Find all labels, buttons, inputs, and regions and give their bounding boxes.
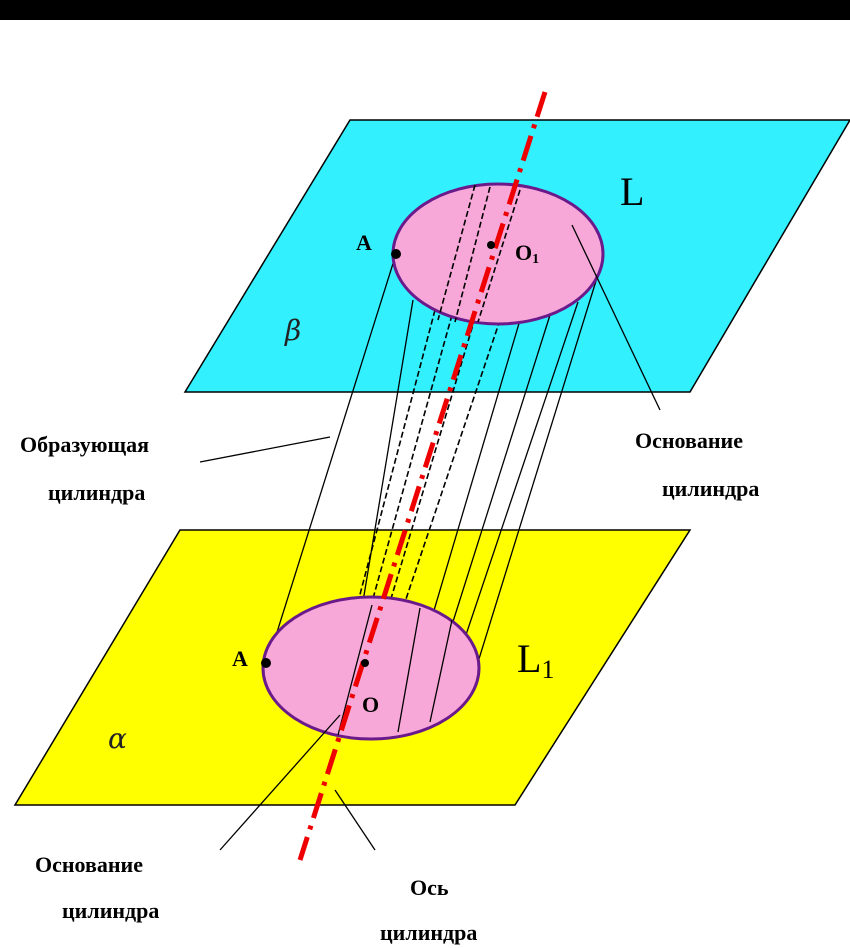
callout-axis-2: цилиндра xyxy=(380,920,477,945)
callout-base-right-2: цилиндра xyxy=(662,476,759,501)
label-beta: β xyxy=(284,314,301,347)
label-L: L xyxy=(620,169,644,214)
point-top-A xyxy=(391,249,401,259)
top-black-bar xyxy=(0,0,850,20)
generators-inside-top xyxy=(437,184,521,323)
bottom-base-ellipse xyxy=(261,595,481,741)
top-base-ellipse xyxy=(391,182,605,326)
point-bottom-O xyxy=(361,659,369,667)
point-top-O1 xyxy=(487,241,495,249)
hidden-generators xyxy=(357,309,501,603)
label-alpha: α xyxy=(108,722,127,755)
callout-lines xyxy=(199,224,661,851)
callout-generator-1: Образующая xyxy=(20,432,149,457)
label-bottom-O: O xyxy=(362,692,379,717)
callout-base-right-1: Основание xyxy=(635,428,743,453)
label-bottom-A: A xyxy=(232,646,248,671)
label-top-O1: O1 xyxy=(515,240,539,267)
callout-base-bottom-2: цилиндра xyxy=(62,898,159,923)
callout-generator-2: цилиндра xyxy=(48,480,145,505)
callout-base-bottom-1: Основание xyxy=(35,852,143,877)
generators-over-bottom xyxy=(337,604,453,736)
label-top-A: A xyxy=(356,230,372,255)
point-bottom-A xyxy=(261,658,271,668)
callout-axis-1: Ось xyxy=(410,875,449,900)
label-L1: L1 xyxy=(517,636,554,684)
cylinder-axis xyxy=(297,91,548,861)
